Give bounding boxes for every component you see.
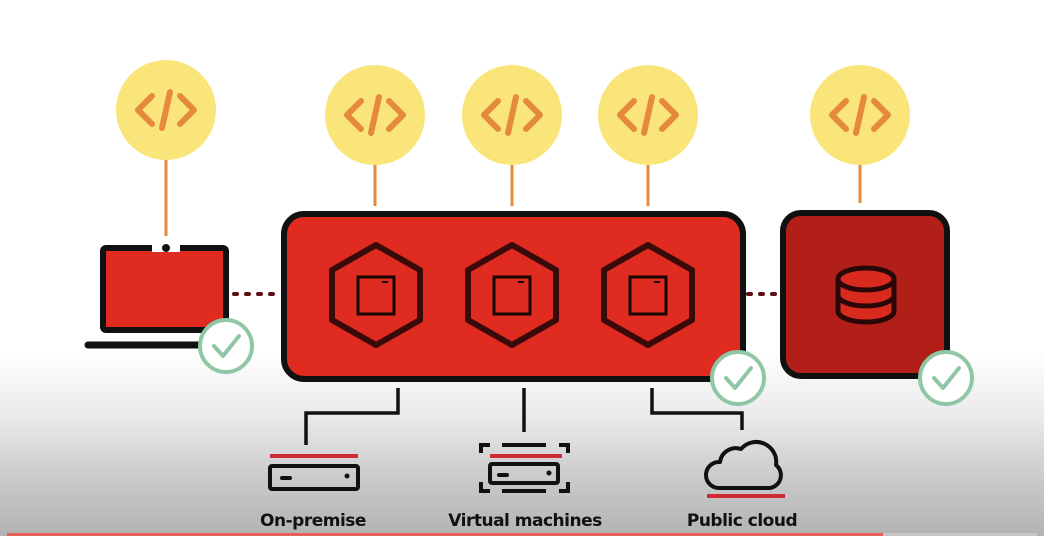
code-icon-container-3-app [598, 65, 698, 165]
database-node [780, 210, 950, 379]
container-icon [601, 242, 695, 348]
deployment-connectors [304, 388, 744, 445]
code-icon-laptop-app [116, 60, 216, 160]
check-icon-laptop [198, 318, 254, 374]
container-icon [329, 242, 423, 348]
label-public-cloud: Public cloud [686, 511, 798, 531]
code-icon-container-1-app [325, 65, 425, 165]
laptop-icon [84, 244, 229, 349]
connector-public-cloud [650, 388, 744, 430]
code-icon-database-app [810, 65, 910, 165]
video-progress-bar[interactable] [7, 533, 1037, 536]
label-on-premise: On-premise [260, 511, 366, 531]
virtual-server-icon [479, 443, 570, 493]
cloud-icon [704, 439, 785, 498]
server-icon [268, 454, 360, 491]
video-progress-fill [7, 533, 883, 536]
check-icon-platform [710, 350, 766, 406]
label-virtual-machines: Virtual machines [448, 511, 602, 531]
container-platform [281, 211, 746, 382]
code-icon-container-2-app [462, 65, 562, 165]
code-connectors [164, 158, 862, 236]
database-icon [835, 265, 897, 325]
container-icon [465, 242, 559, 348]
check-icon-database [918, 350, 974, 406]
connector-on-premise [304, 388, 400, 445]
